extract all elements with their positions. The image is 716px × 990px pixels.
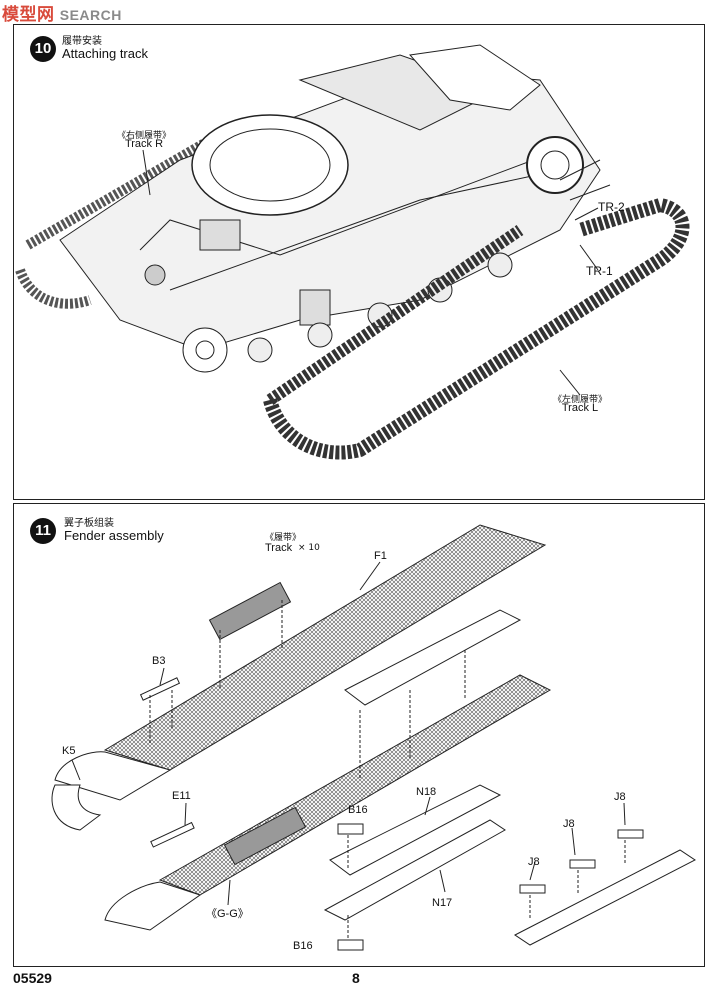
gg-label: 《G-G》 — [206, 908, 249, 920]
watermark-logo: 模型网 — [2, 5, 55, 24]
part-e11-label: E11 — [172, 790, 191, 802]
part-f1-label: F1 — [374, 550, 387, 562]
tr2-label: TR-2 — [598, 200, 625, 214]
product-code: 05529 — [13, 970, 52, 986]
watermark-text: SEARCH — [59, 7, 122, 23]
track-l-label-cn: 《左侧履带》 — [552, 395, 607, 405]
track-label-cn: 《履带》 — [264, 533, 301, 543]
part-j8-right-label: J8 — [614, 791, 626, 803]
part-k5-label: K5 — [62, 745, 76, 757]
step10-number-badge: 10 — [30, 36, 56, 62]
step10-frame — [13, 24, 705, 500]
part-b16-top-label: B16 — [348, 804, 368, 816]
track-l-label-en: Track L — [561, 402, 599, 414]
part-b16-bottom-label: B16 — [293, 940, 313, 952]
step11-frame — [13, 503, 705, 967]
part-n18-label: N18 — [416, 786, 437, 798]
track-label-en: Track — [265, 542, 293, 554]
track-quantity: × 10 — [298, 543, 320, 553]
track-r-label-cn: 《右侧履带》 — [116, 131, 171, 141]
step11-number-badge: 11 — [30, 518, 56, 544]
step11-title-en: Fender assembly — [64, 528, 164, 543]
step11-title-cn: 翼子板组装 — [64, 518, 114, 529]
tr1-label: TR-1 — [586, 264, 613, 278]
page-number: 8 — [352, 970, 360, 986]
track-r-label-en: Track R — [124, 138, 164, 150]
part-j8-left-label: J8 — [528, 856, 540, 868]
watermark: 模型网 SEARCH — [2, 0, 122, 25]
part-j8-middle-label: J8 — [563, 818, 575, 830]
part-n17-label: N17 — [432, 897, 453, 909]
step10-title-cn: 履带安装 — [62, 36, 102, 47]
step10-title-en: Attaching track — [62, 46, 148, 61]
part-b3-label: B3 — [152, 655, 166, 667]
